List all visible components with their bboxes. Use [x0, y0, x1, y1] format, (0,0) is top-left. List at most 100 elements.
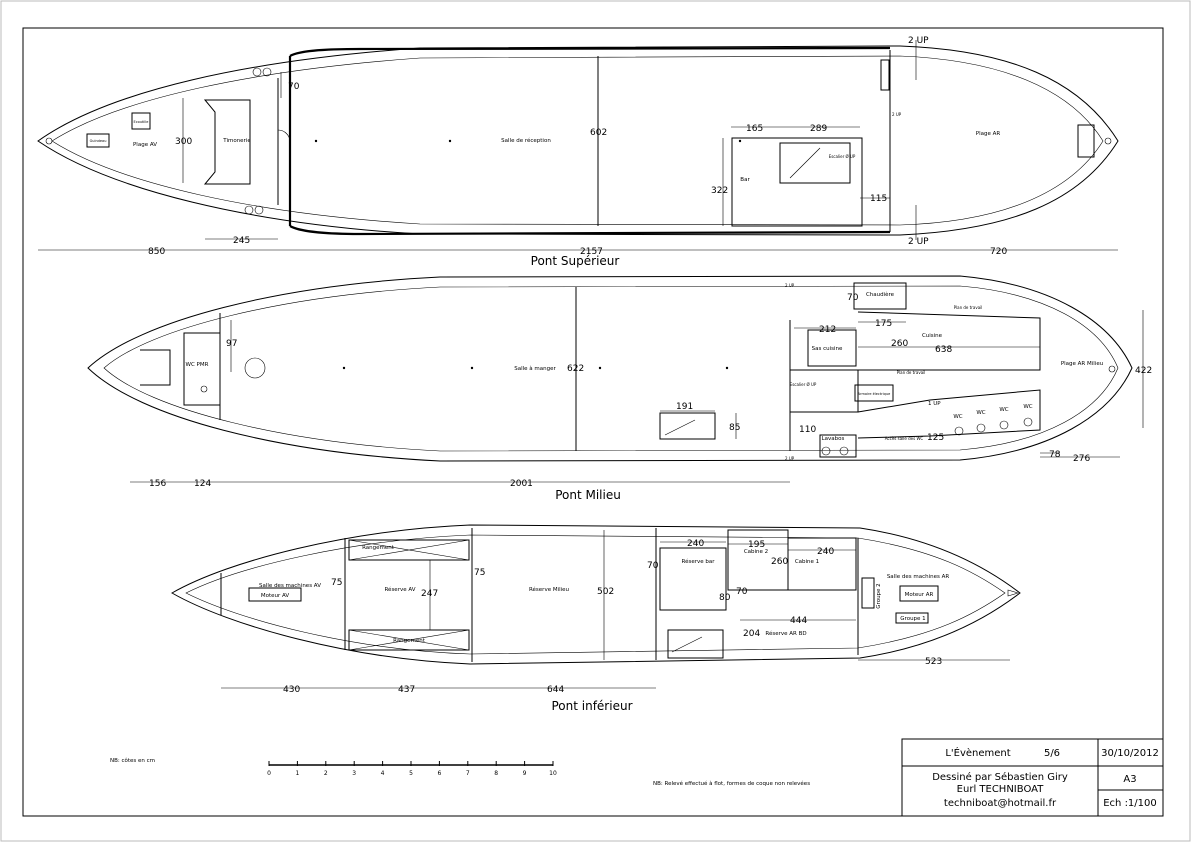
up-3: 2 UP — [785, 456, 795, 461]
dim-78: 78 — [1049, 450, 1061, 460]
upper-stair-steps — [789, 147, 821, 179]
dim-195: 195 — [748, 540, 765, 550]
label-plan-travail-1: Plan de travail — [954, 305, 983, 310]
up-label-top: 2 UP — [908, 36, 929, 46]
scale-tick-label: 5 — [409, 770, 413, 777]
title-block-frame — [901, 738, 1164, 817]
groupe-2-box — [861, 577, 875, 609]
moteur-ar-box — [899, 585, 939, 602]
title-lower-deck: Pont inférieur — [551, 699, 632, 713]
wc-bowl-4 — [1023, 417, 1033, 427]
up-label-bottom: 2 UP — [908, 237, 929, 247]
bollard-3 — [244, 205, 254, 215]
tb-email: techniboat@hotmail.fr — [944, 798, 1057, 809]
label-salle-manger: Salle à manger — [514, 365, 556, 372]
dim-638: 638 — [935, 345, 952, 355]
scale-tick-label: 1 — [295, 770, 299, 777]
boiler-room — [853, 282, 907, 310]
dim-260: 260 — [891, 339, 908, 349]
light-point — [598, 366, 602, 370]
lavabos-box — [819, 434, 857, 458]
label-wc-4: WC — [1023, 404, 1032, 410]
label-plage-ar-milieu: Plage AR Milieu — [1061, 361, 1103, 367]
dim-165: 165 — [746, 124, 763, 134]
light-point — [342, 366, 346, 370]
dim-70-b: 70 — [736, 587, 748, 597]
rangement-1-box — [348, 539, 470, 561]
sink-2 — [839, 446, 849, 456]
dim-110: 110 — [799, 425, 816, 435]
label-salle-reception: Salle de réception — [501, 137, 551, 144]
wc-bowl-3 — [999, 420, 1009, 430]
note-releve: NB: Relevé effectué à flot, formes de co… — [653, 780, 810, 787]
light-point — [725, 366, 729, 370]
label-wc-1: WC — [953, 414, 962, 420]
label-armoire: Armoire électrique — [858, 392, 891, 396]
sink-1 — [821, 446, 831, 456]
dim-191: 191 — [676, 402, 693, 412]
lower-stair — [667, 629, 724, 659]
upper-hull-inner — [51, 55, 1104, 226]
label-sas-cuisine: Sas cuisine — [812, 346, 843, 352]
stern-mark — [1104, 137, 1112, 145]
dim-602: 602 — [590, 128, 607, 138]
dim-502: 502 — [597, 587, 614, 597]
lower-deck-plan: Salle des machines AV Moteur AV Rangemen… — [170, 524, 1021, 713]
column-mark — [244, 357, 266, 379]
tb-date: 30/10/2012 — [1101, 748, 1159, 759]
upper-deckhouse-wall — [288, 46, 891, 236]
light-point — [448, 139, 452, 143]
dim-175: 175 — [875, 319, 892, 329]
scale-tick-label: 9 — [523, 770, 527, 777]
dim-444: 444 — [790, 616, 807, 626]
dim-240-b: 240 — [817, 547, 834, 557]
dim-240-a: 240 — [687, 539, 704, 549]
label-lavabos: Lavabos — [822, 436, 845, 442]
tb-scale: Ech :1/100 — [1103, 798, 1157, 809]
middle-stair-aft — [789, 369, 859, 413]
dim-212: 212 — [819, 325, 836, 335]
label-salle-machines-ar: Salle des machines AR — [887, 574, 950, 580]
guindeau-box — [86, 133, 110, 148]
label-ecoutille: Ecoutille — [134, 120, 149, 124]
label-wc-2: WC — [976, 410, 985, 416]
dim-644: 644 — [547, 685, 564, 695]
dim-97: 97 — [226, 339, 237, 349]
dim-80: 80 — [719, 593, 731, 603]
wc-bowl-2 — [976, 423, 986, 433]
dim-75-b: 75 — [474, 568, 485, 578]
dim-204: 204 — [743, 629, 760, 639]
bollard-1 — [252, 67, 262, 77]
reserve-bar-room — [659, 547, 727, 611]
label-reserve-ar-bd: Réserve AR BD — [765, 630, 806, 637]
dim-523: 523 — [925, 657, 942, 667]
light-point — [470, 366, 474, 370]
title-upper-deck: Pont Supérieur — [531, 254, 620, 268]
dim-260-lower: 260 — [771, 557, 788, 567]
aft-hatch — [1077, 124, 1095, 158]
light-point — [738, 139, 742, 143]
upper-door-arc — [277, 129, 291, 143]
bollard-4 — [254, 205, 264, 215]
wc-pmr-room — [183, 332, 221, 406]
dim-245: 245 — [233, 236, 250, 246]
label-chaudiere: Chaudière — [866, 291, 895, 298]
dim-156: 156 — [149, 479, 166, 489]
lower-hull-inner — [185, 534, 1006, 655]
ecoutille-box — [131, 112, 151, 130]
label-cabine-2: Cabine 2 — [744, 549, 768, 555]
bow-mark — [45, 137, 53, 145]
up-2: 2 UP — [785, 283, 795, 288]
wc-corridor — [857, 389, 1041, 439]
scale-tick-label: 0 — [267, 770, 271, 777]
scale-tick-label: 3 — [352, 770, 356, 777]
label-cuisine: Cuisine — [922, 333, 943, 339]
dim-289: 289 — [810, 124, 827, 134]
middle-stair — [659, 412, 716, 440]
label-salle-machines-av: Salle des machines AV — [259, 583, 321, 589]
scale-tick-label: 8 — [494, 770, 498, 777]
dim-125: 125 — [927, 433, 944, 443]
label-rangement-1: Rangement — [362, 545, 395, 551]
